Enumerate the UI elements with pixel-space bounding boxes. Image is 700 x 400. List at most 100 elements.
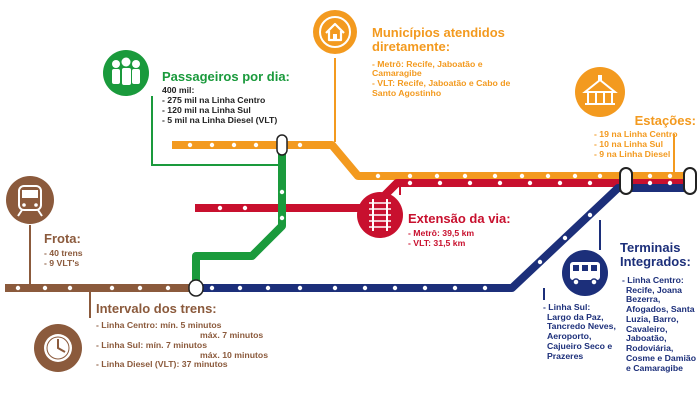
station-dot xyxy=(587,212,593,218)
estacoes-block: Estações: - 19 na Linha Centro - 10 na L… xyxy=(586,113,696,160)
transfer-station-green xyxy=(276,134,288,156)
station-dot xyxy=(392,285,398,291)
station-dot xyxy=(297,142,303,148)
intervalo-value-max: máx. 10 minutos xyxy=(200,349,269,360)
station-dot xyxy=(572,173,578,179)
passageiros-connector xyxy=(151,96,282,166)
clock-icon xyxy=(34,324,82,372)
estacoes-list: - 19 na Linha Centro - 10 na Linha Sul -… xyxy=(586,130,696,159)
station-dot xyxy=(407,173,413,179)
station-dot xyxy=(209,285,215,291)
frota-item: - 9 VLT's xyxy=(44,258,80,269)
station-dot xyxy=(647,180,653,186)
station-dot xyxy=(237,285,243,291)
frota-list: - 40 trens - 9 VLT's xyxy=(44,249,83,268)
people-icon xyxy=(103,50,149,96)
estacoes-title: Estações: xyxy=(634,113,696,128)
municipios-item: - Metrô: Recife, Jaboatão e Camaragibe xyxy=(372,58,483,79)
station-dot xyxy=(557,180,563,186)
station-dot xyxy=(482,285,488,291)
station-dot xyxy=(467,180,473,186)
station-dot xyxy=(452,285,458,291)
station-dot xyxy=(597,173,603,179)
station-dot xyxy=(42,285,48,291)
terminais-sul-list: Largo da Paz, Tancredo Neves, Aeroporto,… xyxy=(547,311,616,361)
station-dot xyxy=(667,173,673,179)
frota-title: Frota: xyxy=(44,231,81,246)
station-dot xyxy=(492,173,498,179)
frota-item: - 40 trens xyxy=(44,248,83,259)
station-dot xyxy=(587,180,593,186)
railway-track-icon xyxy=(357,192,403,238)
station-dot xyxy=(519,173,525,179)
passageiros-item: - 120 mil na Linha Sul xyxy=(162,104,251,115)
station-dots xyxy=(15,142,673,291)
intervalo-block: Intervalo dos trens: - Linha Centro: mín… xyxy=(96,301,269,370)
station-dot xyxy=(647,173,653,179)
train-icon xyxy=(6,176,54,224)
station-dot xyxy=(422,285,428,291)
station-dot xyxy=(362,285,368,291)
terminais-centro-block: - Linha Centro: Recife, Joana Bezerra, A… xyxy=(622,275,700,373)
bus-icon xyxy=(562,250,608,296)
station-dot xyxy=(407,180,413,186)
station-dot xyxy=(537,259,543,265)
transfer-station-right-1 xyxy=(619,167,633,195)
municipios-title: Municípios atendidos diretamente: xyxy=(372,25,505,55)
transfer-station-left xyxy=(188,279,204,297)
extensao-title: Extensão da via: xyxy=(408,211,511,226)
intervalo-label: - Linha Sul: xyxy=(96,339,144,350)
station-dot xyxy=(109,285,115,291)
passageiros-title: Passageiros por dia: xyxy=(162,69,290,84)
station-dot xyxy=(332,285,338,291)
intervalo-list: - Linha Centro: mín. 5 minutos máx. 7 mi… xyxy=(96,320,269,370)
station-dot xyxy=(279,189,285,195)
extensao-list: - Metrô: 39,5 km - VLT: 31,5 km xyxy=(408,229,511,248)
station-dot xyxy=(187,142,193,148)
station-dot xyxy=(15,285,21,291)
passageiros-list: - 275 mil na Linha Centro - 120 mil na L… xyxy=(162,95,290,125)
station-dot xyxy=(231,142,237,148)
passageiros-item: - 5 mil na Linha Diesel (VLT) xyxy=(162,114,278,125)
station-dot xyxy=(527,180,533,186)
station-dot xyxy=(265,285,271,291)
transfer-station-right-2 xyxy=(683,167,697,195)
station-dot xyxy=(462,173,468,179)
station-dot xyxy=(67,285,73,291)
extensao-item: - VLT: 31,5 km xyxy=(408,238,466,249)
passageiros-block: Passageiros por dia: 400 mil: - 275 mil … xyxy=(162,69,290,125)
station-dot xyxy=(497,180,503,186)
terminais-centro-label: - Linha Centro: xyxy=(622,275,684,285)
passageiros-item: - 275 mil na Linha Centro xyxy=(162,95,266,106)
estacoes-item: - 10 na Linha Sul xyxy=(594,139,664,150)
intervalo-title: Intervalo dos trens: xyxy=(96,301,217,316)
intervalo-value: mín. 7 minutos xyxy=(145,339,208,350)
terminais-sul-block: - Linha Sul: Largo da Paz, Tancredo Neve… xyxy=(543,302,617,361)
estacoes-item: - 19 na Linha Centro xyxy=(594,129,678,140)
passageiros-total: 400 mil: xyxy=(162,85,195,96)
intervalo-label: - Linha Centro: xyxy=(96,320,158,331)
station-dot xyxy=(209,142,215,148)
station-dot xyxy=(562,235,568,241)
station-dot xyxy=(375,173,381,179)
intervalo-value: 37 minutos xyxy=(181,359,228,370)
station-dot xyxy=(545,173,551,179)
extensao-block: Extensão da via: - Metrô: 39,5 km - VLT:… xyxy=(408,211,511,249)
extensao-item: - Metrô: 39,5 km xyxy=(408,228,475,239)
station-dot xyxy=(434,173,440,179)
intervalo-row-sul: - Linha Sul: mín. 7 minutos xyxy=(96,339,268,351)
station-dot xyxy=(217,205,223,211)
municipios-item: - VLT: Recife, Jaboatão e Cabo de Santo … xyxy=(372,78,511,98)
station-dot xyxy=(242,205,248,211)
intervalo-row-diesel: - Linha Diesel (VLT): 37 minutos xyxy=(96,359,268,370)
estacoes-item: - 9 na Linha Diesel xyxy=(594,148,671,159)
orange-line xyxy=(172,141,695,180)
intervalo-value-max: máx. 7 minutos xyxy=(200,330,264,341)
terminais-title-block: Terminais Integrados: xyxy=(620,240,700,270)
station-dot xyxy=(667,180,673,186)
intervalo-value: mín. 5 minutos xyxy=(160,320,222,331)
municipios-block: Municípios atendidos diretamente: - Metr… xyxy=(372,25,577,99)
station-dot xyxy=(253,142,259,148)
municipios-list: - Metrô: Recife, Jaboatão e Camaragibe -… xyxy=(372,58,577,99)
